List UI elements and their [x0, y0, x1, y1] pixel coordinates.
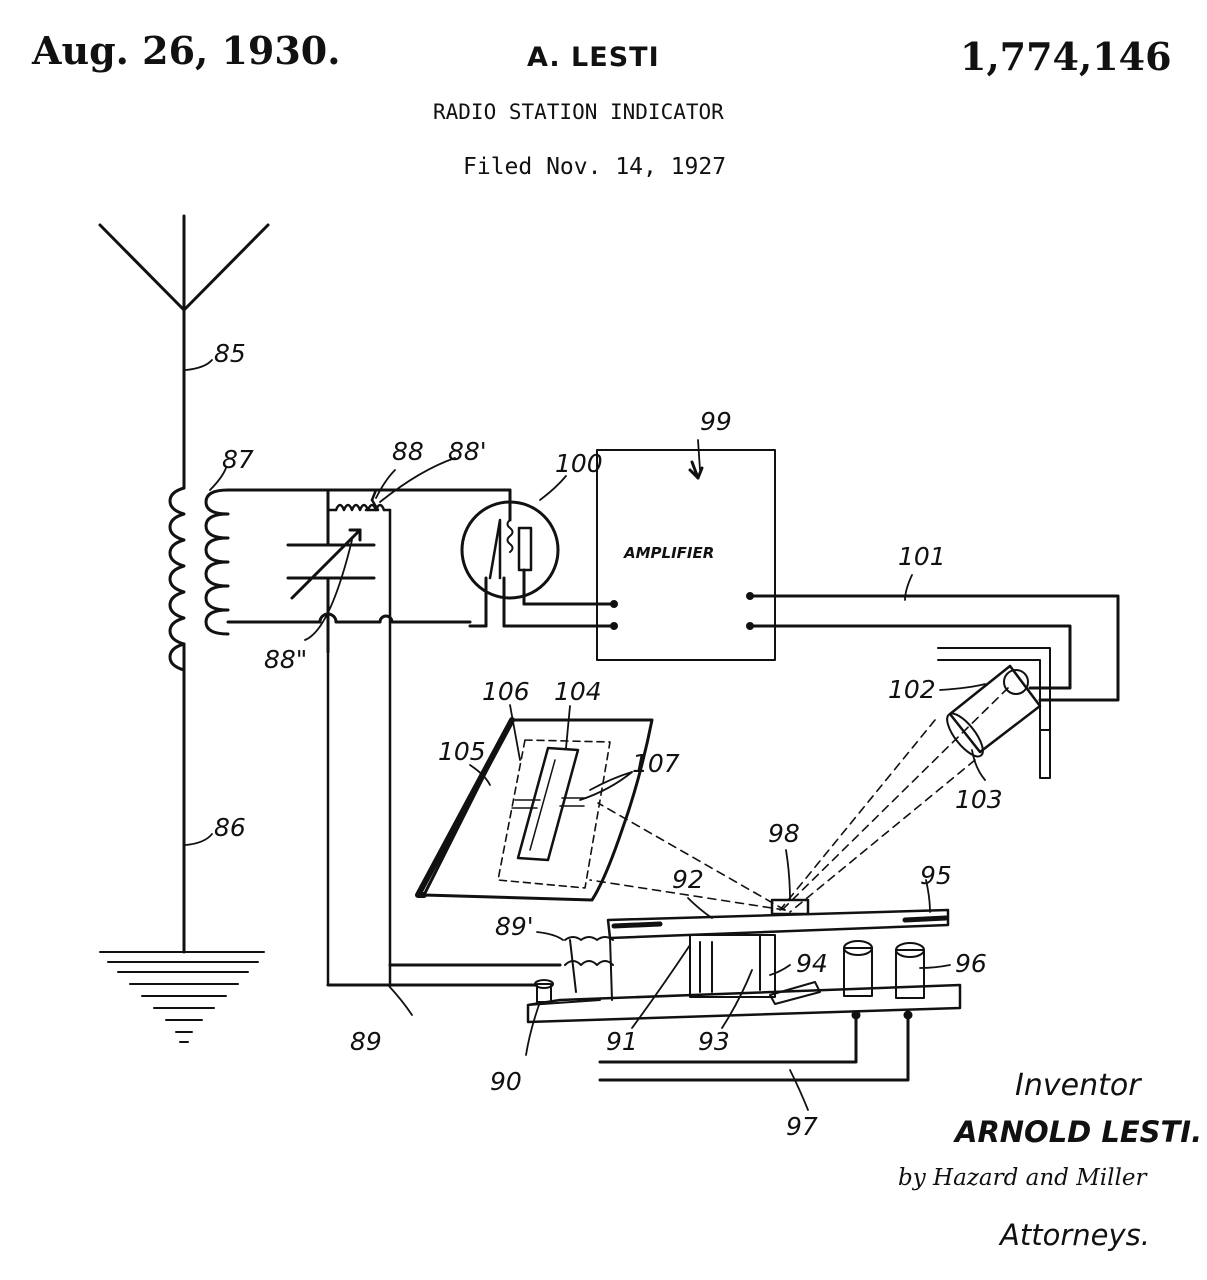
ref-105: 105 [438, 737, 486, 766]
indicator-screen [415, 717, 654, 902]
ref-91: 91 [606, 1027, 638, 1056]
ref-86: 86 [214, 813, 246, 842]
ground-symbol [99, 951, 265, 1043]
patent-title: RADIO STATION INDICATOR [433, 100, 724, 124]
tuning-coil [326, 488, 392, 987]
ref-88-double-prime: 88" [264, 645, 307, 674]
meter-mechanism [526, 898, 962, 1024]
secondary-coil [204, 488, 512, 636]
ref-92: 92 [672, 865, 704, 894]
ref-90: 90 [490, 1067, 522, 1096]
inventor-signature-name: ARNOLD LESTI. [955, 1115, 1203, 1149]
patent-number: 1,774,146 [960, 34, 1172, 79]
amplifier-label: AMPLIFIER [623, 544, 714, 562]
light-beams [589, 687, 1009, 913]
ref-95: 95 [920, 861, 952, 890]
leader-lines [185, 359, 986, 1111]
primary-coil [168, 486, 186, 954]
reference-numerals: 85 86 87 88 88' 88" 89 89' 90 91 92 93 9… [214, 339, 1003, 1141]
ref-94: 94 [796, 949, 828, 978]
ref-93: 93 [698, 1027, 730, 1056]
ref-87: 87 [222, 445, 254, 474]
ref-88: 88 [392, 437, 424, 466]
ref-97: 97 [786, 1112, 818, 1141]
ref-89-prime: 89' [495, 912, 534, 941]
ref-88-prime: 88' [448, 437, 487, 466]
inventor-header: A. LESTI [527, 42, 660, 73]
ref-96: 96 [955, 949, 987, 978]
ref-101: 101 [898, 542, 946, 571]
ref-106: 106 [482, 677, 530, 706]
ref-102: 102 [888, 675, 936, 704]
patent-date: Aug. 26, 1930. [32, 28, 341, 73]
ref-103: 103 [955, 785, 1003, 814]
filed-date: Filed Nov. 14, 1927 [463, 154, 727, 180]
ref-98: 98 [768, 819, 800, 848]
ref-107: 107 [632, 749, 680, 778]
ref-100: 100 [555, 449, 603, 478]
inventor-label: Inventor [1015, 1068, 1141, 1103]
feed-wires [326, 963, 913, 1082]
attorneys-signature: by Hazard and Miller [898, 1165, 1147, 1191]
ref-89: 89 [350, 1027, 382, 1056]
variable-capacitor [286, 488, 472, 654]
antenna [98, 214, 270, 490]
ref-85: 85 [214, 339, 246, 368]
vacuum-tube [460, 488, 614, 628]
ref-99: 99 [700, 407, 732, 436]
lamp-housing [937, 647, 1051, 779]
ref-104: 104 [554, 677, 602, 706]
attorneys-label: Attorneys. [1000, 1218, 1150, 1252]
